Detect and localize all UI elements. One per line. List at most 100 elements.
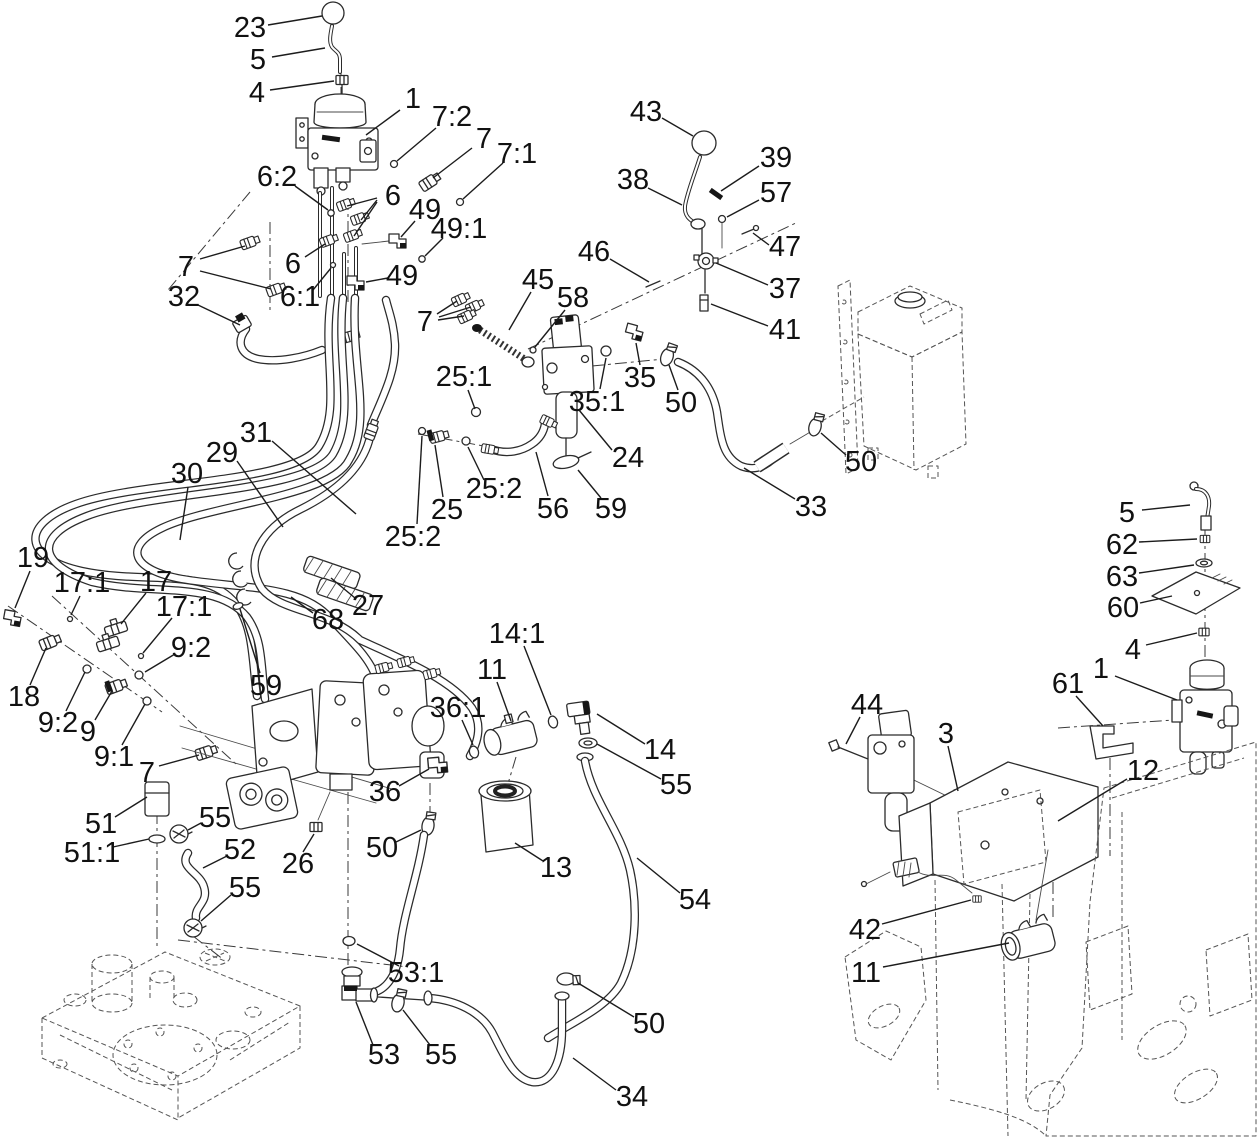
part-label: 4 — [1125, 634, 1141, 666]
part-label: 7 — [476, 123, 492, 155]
part-label: 62 — [1106, 529, 1138, 561]
part-label: 46 — [578, 236, 610, 268]
leader-line — [1145, 632, 1198, 646]
part-label: 36 — [369, 776, 401, 808]
part-label: 55 — [425, 1039, 457, 1071]
leader-line — [269, 80, 335, 91]
leader-line — [845, 716, 861, 745]
part-label: 25:2 — [385, 521, 441, 553]
left-fittings — [2, 609, 219, 762]
part-label: 14:1 — [489, 618, 545, 650]
leader-line — [752, 232, 770, 246]
part-label: 50 — [633, 1008, 665, 1040]
leader-line — [29, 647, 47, 686]
leader-line — [239, 608, 261, 674]
strainer-and-hose52 — [144, 781, 206, 938]
part-label: 25:1 — [436, 361, 492, 393]
leader-line — [436, 300, 458, 315]
part-label: 17:1 — [156, 591, 212, 623]
part-label: 11 — [477, 654, 507, 686]
part-label: 63 — [1106, 561, 1138, 593]
leader-line — [461, 719, 474, 746]
part-label: 7 — [178, 251, 194, 283]
leader-line — [402, 1009, 431, 1046]
oil-filter-13 — [478, 780, 534, 853]
leader-line — [144, 653, 176, 673]
part-label: 6 — [385, 180, 401, 212]
leader-line — [572, 1057, 617, 1091]
leader-line — [395, 829, 422, 843]
part-label: 9 — [80, 716, 96, 748]
leader-line — [467, 389, 476, 410]
part-label: 9:2 — [38, 707, 78, 739]
part-label: 35 — [624, 362, 656, 394]
part-label: 5 — [1119, 497, 1135, 529]
leader-line — [70, 595, 81, 616]
part-label: 39 — [760, 142, 792, 174]
part-label: 60 — [1107, 592, 1139, 624]
right-assembly — [828, 481, 1257, 1137]
leader-line — [1141, 504, 1191, 511]
part-label: 50 — [665, 387, 697, 419]
leader-line — [599, 357, 607, 390]
part-label: 19 — [17, 542, 49, 574]
leader-line — [65, 671, 86, 712]
leader-line — [94, 690, 113, 721]
part-label: 32 — [168, 281, 200, 313]
pump-1-right — [1171, 659, 1239, 775]
part-label: 25:2 — [466, 473, 522, 505]
part-label: 27 — [352, 590, 384, 622]
part-label: 35:1 — [569, 386, 625, 418]
part-label: 33 — [795, 491, 827, 523]
leader-line — [437, 315, 465, 321]
valve-24-assembly — [417, 290, 679, 470]
part-label: 53 — [368, 1039, 400, 1071]
part-label: 30 — [171, 458, 203, 490]
leader-line — [462, 162, 504, 200]
leader-line — [112, 838, 150, 848]
leader-line — [434, 444, 444, 498]
leader-line — [416, 435, 423, 525]
leader-line — [882, 942, 1010, 968]
connector-42 — [860, 857, 982, 903]
leader-line — [947, 745, 959, 792]
leader-line — [523, 645, 552, 716]
part-label: 34 — [616, 1081, 648, 1113]
leader-line — [535, 451, 549, 497]
part-label: 49 — [409, 194, 441, 226]
leader-line — [881, 899, 972, 925]
leader-line — [302, 833, 315, 853]
leader-line — [726, 199, 760, 218]
leader-line — [179, 486, 189, 541]
part-label: 13 — [540, 852, 572, 884]
part-label: 9:1 — [94, 741, 134, 773]
leader-line — [661, 117, 694, 137]
part-label: 55 — [660, 769, 692, 801]
part-label: 57 — [760, 177, 792, 209]
leader-line — [635, 342, 641, 366]
part-label: 49 — [386, 260, 418, 292]
part-label: 45 — [522, 264, 554, 296]
pump-assembly — [179, 654, 445, 833]
leader-line — [400, 220, 416, 238]
part-label: 29 — [206, 437, 238, 469]
leader-line — [1075, 695, 1104, 727]
filter-head-11-right — [1000, 913, 1056, 961]
part-label: 38 — [617, 164, 649, 196]
bottom-hoses — [341, 752, 635, 1082]
leader-line — [820, 432, 847, 456]
leader-line — [271, 440, 357, 515]
leader-line — [496, 681, 512, 722]
part-label: 7 — [139, 757, 155, 789]
leader-line — [120, 592, 147, 625]
leader-line — [609, 258, 650, 283]
radiator — [837, 279, 967, 479]
leader-line — [330, 577, 356, 599]
leader-line — [743, 467, 796, 500]
part-label: 59 — [595, 493, 627, 525]
part-label: 17 — [140, 566, 172, 598]
part-label: 58 — [557, 282, 589, 314]
